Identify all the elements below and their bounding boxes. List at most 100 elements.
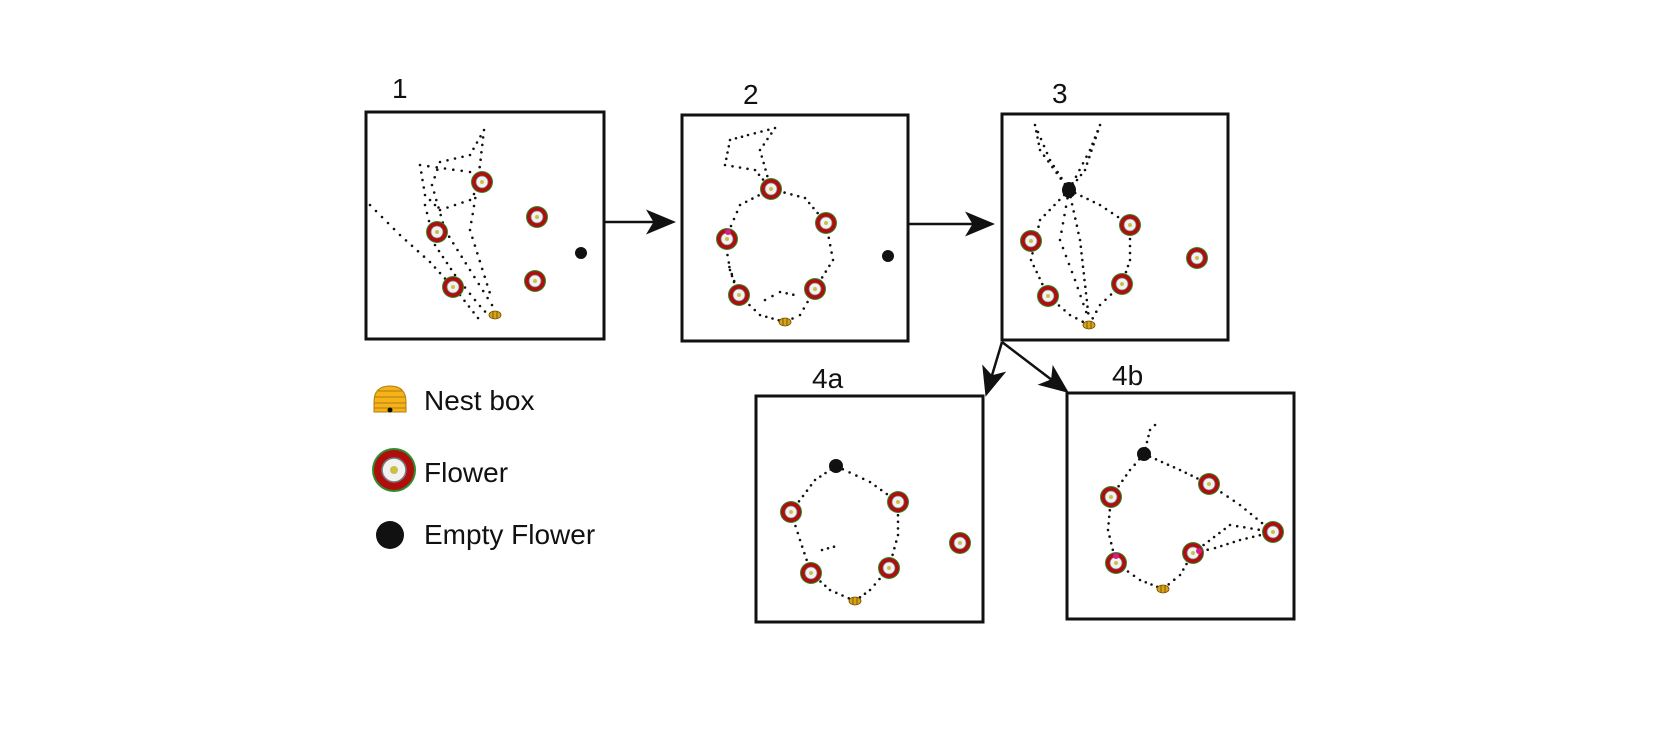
empty-flower-icon	[575, 247, 587, 259]
path-dot	[438, 208, 442, 212]
path-dot	[1041, 282, 1044, 286]
path-dot	[1226, 495, 1229, 498]
path-dot	[807, 201, 811, 205]
path-dot	[1084, 285, 1087, 289]
path-dot	[1075, 224, 1079, 227]
path-dot	[1116, 215, 1120, 219]
path-dot	[1074, 217, 1077, 220]
panel-frame-3	[1000, 112, 1230, 342]
empty-flower-icon	[829, 459, 843, 473]
path-dot	[1031, 252, 1034, 255]
path-dot	[723, 163, 727, 167]
path-dot	[1081, 320, 1084, 324]
path-dot	[868, 588, 872, 592]
path-dot	[421, 178, 424, 182]
path-dot	[453, 273, 457, 277]
path-dot	[422, 186, 426, 189]
panel-label-1: 1	[392, 73, 408, 104]
path-dot	[896, 527, 900, 530]
path-dot	[891, 553, 894, 557]
path-dot	[791, 317, 794, 320]
path-dot	[796, 531, 800, 535]
path-dot	[1036, 130, 1040, 134]
empty-flower-icon	[376, 521, 404, 549]
path-dot	[801, 494, 805, 498]
path-dot	[1075, 178, 1079, 182]
path-dot	[753, 308, 757, 312]
path-dot	[452, 168, 455, 171]
path-dot	[816, 211, 819, 215]
path-dot	[1184, 471, 1188, 475]
bee-icon	[848, 596, 862, 606]
path-dot	[885, 492, 889, 496]
path-dot	[819, 475, 822, 478]
legend-label: Flower	[424, 457, 508, 488]
path-dot	[433, 243, 437, 247]
path-dot	[438, 271, 442, 275]
panel-4a: 4a	[754, 363, 985, 624]
arrow-icon	[1001, 341, 1069, 394]
path-dot	[748, 303, 751, 307]
flower-icon	[948, 531, 972, 555]
path-dot	[1096, 130, 1100, 133]
path-dot	[824, 471, 827, 475]
flight-path-1	[368, 128, 494, 320]
path-dot	[758, 148, 762, 152]
path-dot	[1109, 541, 1113, 545]
legend: Nest box Flower Empty Flower	[371, 385, 595, 550]
path-dot	[1257, 528, 1260, 531]
flower-icon	[1110, 272, 1134, 296]
legend-label: Nest box	[424, 385, 535, 416]
path-dot	[1132, 574, 1136, 578]
path-dot	[1048, 158, 1052, 162]
path-dot	[1232, 499, 1236, 503]
path-dot	[470, 220, 473, 224]
path-dot	[1043, 213, 1047, 217]
flower-icon	[759, 177, 783, 201]
path-dot	[1048, 208, 1051, 212]
path-dot	[820, 548, 824, 552]
path-dot	[456, 248, 459, 252]
path-dot	[1145, 440, 1149, 444]
path-dot	[1223, 527, 1226, 531]
bee-highlight-icon	[1113, 553, 1119, 559]
path-dot	[1104, 298, 1107, 302]
path-dot	[744, 200, 748, 204]
path-dot	[488, 290, 491, 294]
panel-label-3: 3	[1052, 78, 1068, 109]
path-dot	[468, 268, 472, 272]
path-dot	[1128, 468, 1132, 472]
path-dot	[753, 168, 757, 172]
path-dot	[480, 151, 483, 154]
legend-item-empty-flower: Empty Flower	[376, 519, 595, 550]
path-dot	[423, 203, 427, 207]
arrow-icon	[982, 341, 1007, 397]
flower-icon	[1099, 485, 1123, 509]
path-dot	[1042, 144, 1046, 148]
path-dot	[824, 270, 828, 273]
path-dot	[420, 171, 423, 174]
path-dot	[472, 311, 475, 314]
path-dot	[1081, 265, 1085, 269]
path-dot	[812, 206, 815, 210]
path-dot	[485, 283, 489, 286]
path-dot	[447, 235, 451, 238]
path-dot	[835, 591, 838, 595]
path-dot	[764, 168, 767, 171]
path-dot	[1072, 210, 1075, 213]
path-dot	[803, 551, 806, 555]
path-dot	[896, 533, 900, 537]
path-dot	[446, 159, 449, 162]
path-dot	[1111, 548, 1115, 552]
flower-icon	[523, 269, 547, 293]
path-dot	[785, 292, 788, 295]
path-dot	[483, 275, 487, 279]
path-dot	[1098, 203, 1102, 207]
path-dot	[1255, 517, 1258, 520]
path-dot	[1032, 264, 1036, 268]
path-dot	[368, 203, 372, 207]
path-dot	[765, 315, 768, 319]
path-dot	[1061, 246, 1065, 250]
flower-icon	[441, 275, 465, 299]
flower-icon	[470, 170, 494, 194]
